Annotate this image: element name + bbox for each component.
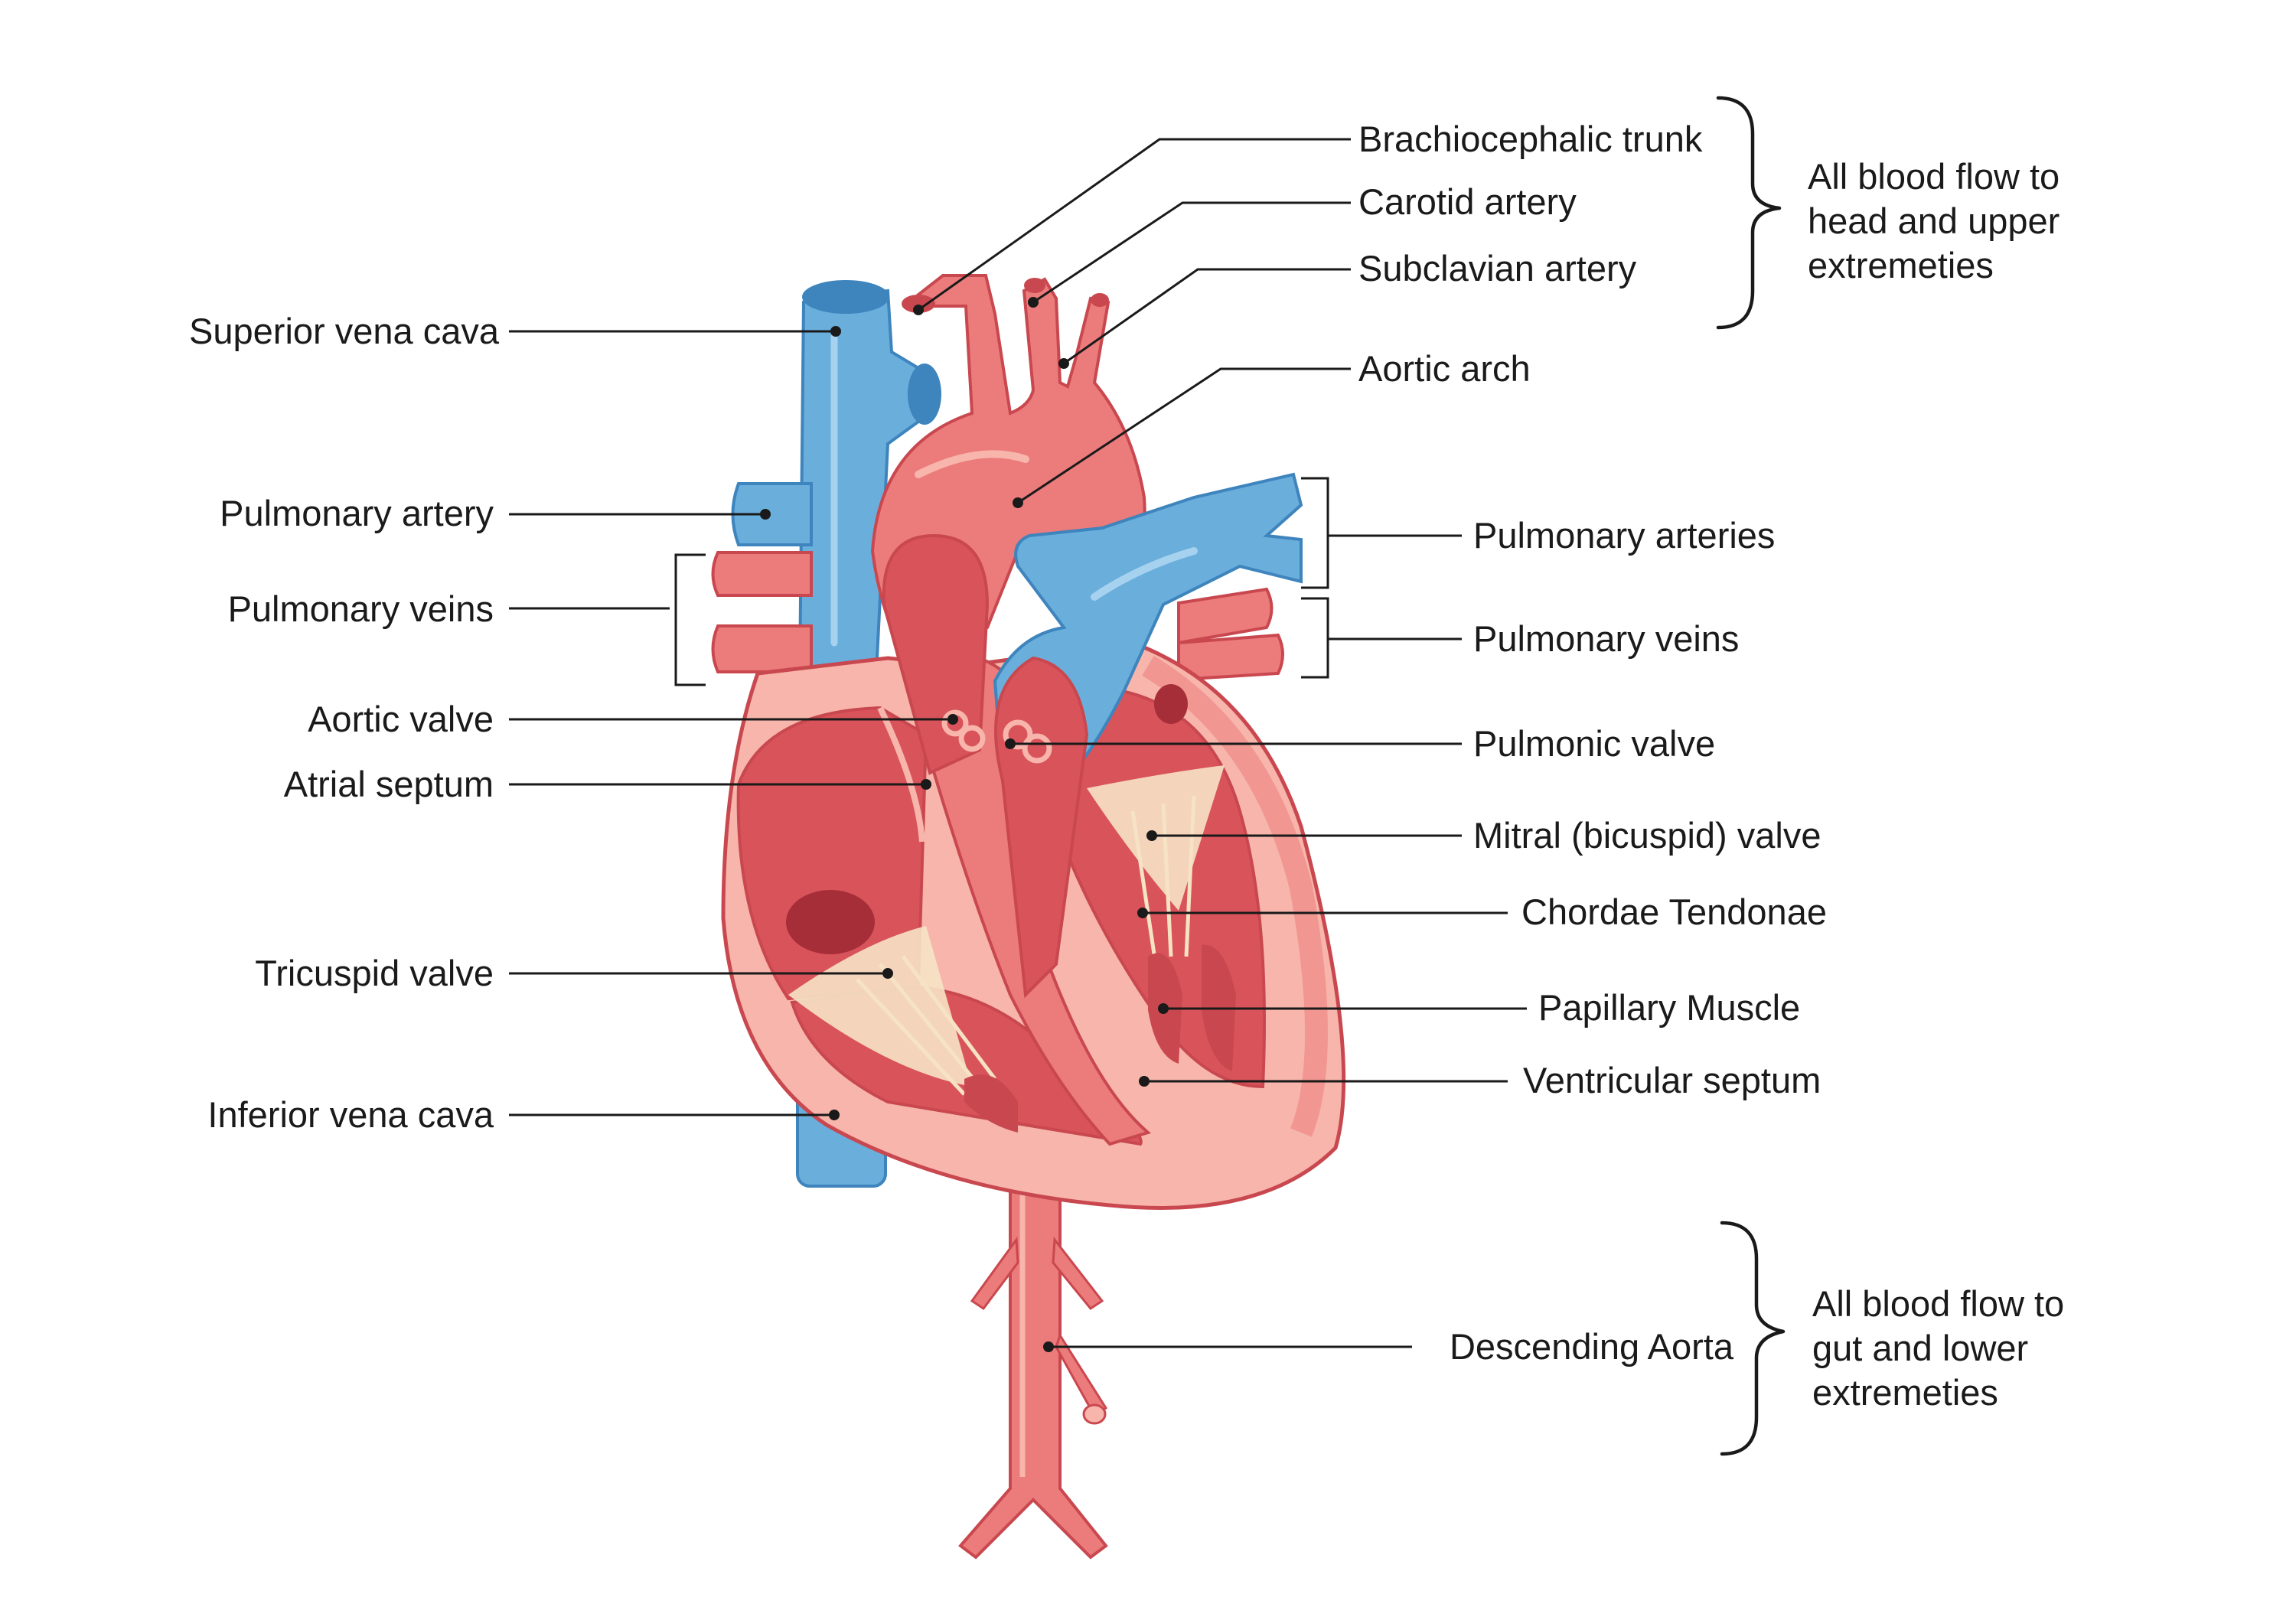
label-superior-vena-cava: Superior vena cava <box>189 311 500 351</box>
lower-brace <box>1720 1221 1786 1456</box>
aortic-valve-ring <box>941 709 969 737</box>
label-descending-aorta: Descending Aorta <box>1450 1326 1734 1367</box>
heart-illustration <box>711 274 1346 1560</box>
pulmonary-veins-left-vessels <box>711 551 813 673</box>
label-mitral-valve: Mitral (bicuspid) valve <box>1473 815 1821 856</box>
label-pulmonic-valve: Pulmonic valve <box>1473 723 1715 764</box>
label-pulmonary-artery: Pulmonary artery <box>220 493 494 533</box>
group-upper-line-2: head and upper <box>1808 200 2060 241</box>
leader-lines <box>509 138 1527 1352</box>
label-aortic-valve: Aortic valve <box>308 699 494 739</box>
pulmonary-arteries-bracket <box>1301 477 1329 589</box>
upper-brace <box>1716 96 1782 330</box>
pulmonary-trunk-vessel <box>993 472 1303 999</box>
pulmonary-veins-right-bracket <box>1301 597 1329 679</box>
label-brachiocephalic-trunk: Brachiocephalic trunk <box>1358 119 1703 159</box>
group-lower-line-3: extremeties <box>1812 1372 1998 1413</box>
descending-aorta-vessel <box>958 1146 1108 1560</box>
label-chordae-tendonae: Chordae Tendonae <box>1521 892 1827 932</box>
label-aortic-arch: Aortic arch <box>1358 348 1531 389</box>
aorta-vessel <box>870 274 1146 775</box>
label-pulmonary-arteries: Pulmonary arteries <box>1473 515 1775 556</box>
pulmonary-veins-left-bracket <box>674 553 706 686</box>
label-tricuspid-valve: Tricuspid valve <box>255 953 494 993</box>
group-lower-line-1: All blood flow to <box>1812 1283 2064 1324</box>
label-carotid-artery: Carotid artery <box>1358 181 1577 222</box>
label-atrial-septum: Atrial septum <box>284 764 494 804</box>
label-inferior-vena-cava: Inferior vena cava <box>207 1094 494 1135</box>
pulmonary-veins-right-vessels <box>1177 587 1284 682</box>
label-subclavian-artery: Subclavian artery <box>1358 248 1637 288</box>
label-pulmonary-veins-left: Pulmonary veins <box>228 588 494 629</box>
labels: Brachiocephalic trunk Carotid artery Sub… <box>189 119 2064 1413</box>
label-papillary-muscle: Papillary Muscle <box>1538 987 1800 1028</box>
pulmonic-valve-ring <box>1003 719 1033 750</box>
group-lower-line-2: gut and lower <box>1812 1328 2028 1368</box>
atrial-septum-wall <box>877 706 925 843</box>
group-upper-line-3: extremeties <box>1808 245 1994 285</box>
pulmonary-artery-left-vessel <box>731 482 813 546</box>
brackets <box>674 96 1786 1456</box>
label-pulmonary-veins-right: Pulmonary veins <box>1473 618 1739 659</box>
group-upper-line-1: All blood flow to <box>1808 156 2060 197</box>
label-ventricular-septum: Ventricular septum <box>1523 1060 1821 1100</box>
coronary-sinus-opening <box>786 890 875 954</box>
